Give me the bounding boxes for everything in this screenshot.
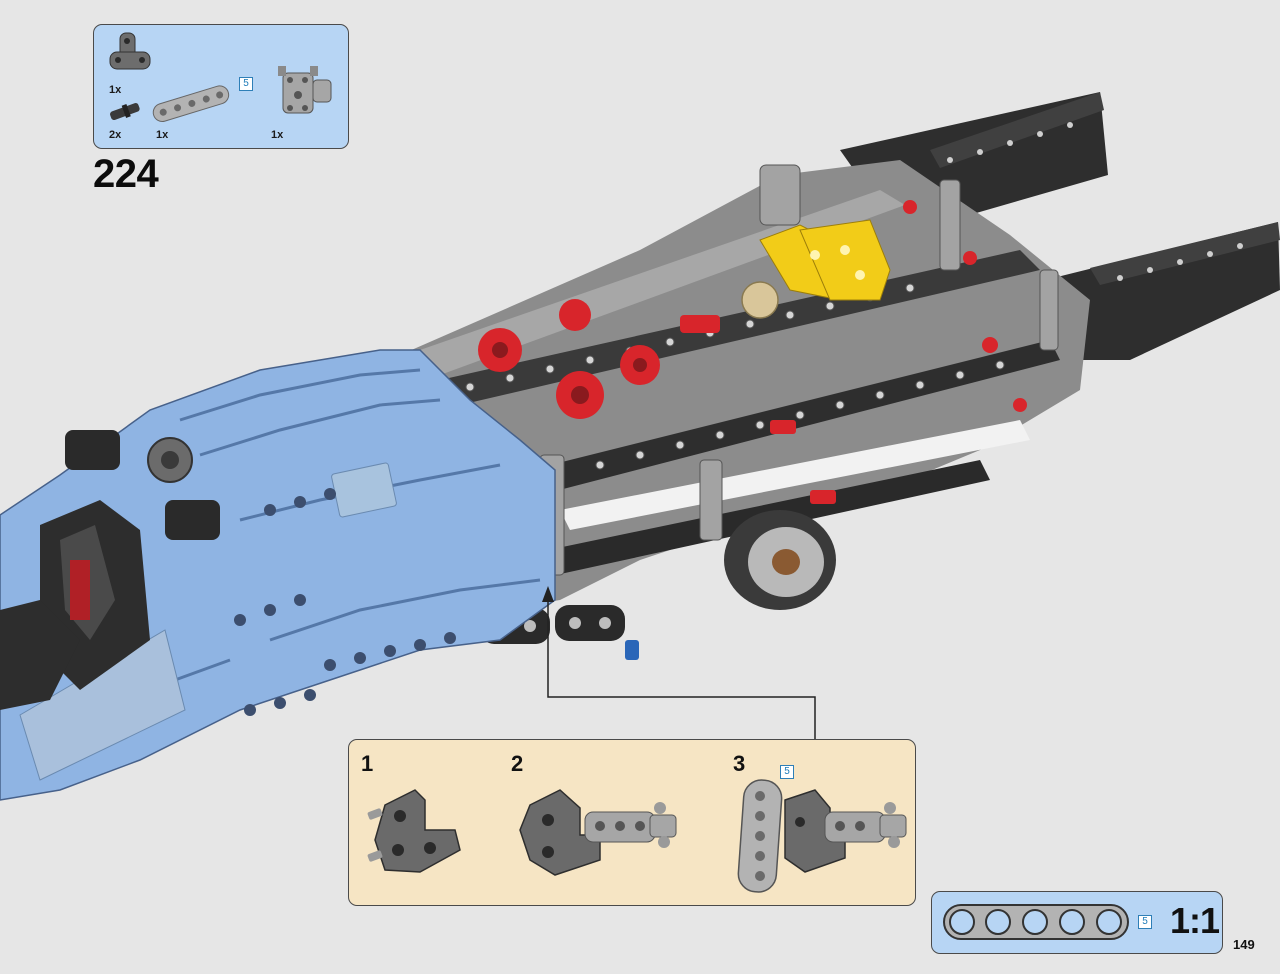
sub-step-3-length-badge: 5	[780, 765, 794, 779]
connector-qty: 1x	[271, 129, 284, 141]
beam-5-qty: 1x	[156, 129, 169, 141]
scale-length-badge: 5	[1138, 915, 1152, 929]
axle-pin-qty: 2x	[109, 129, 122, 141]
red-gears	[478, 200, 1027, 504]
yellow-liftarms	[759, 219, 891, 301]
chassis-rail-white	[560, 420, 1030, 530]
t-beam-qty: 1x	[109, 84, 122, 96]
scale-label: 1:1	[1170, 900, 1220, 941]
page-number: 149	[1233, 937, 1255, 952]
sub-assembly-box	[348, 739, 916, 906]
tan-gear	[741, 281, 779, 319]
beam-5-length-badge: 5	[239, 77, 253, 91]
body-holes	[234, 488, 456, 716]
black-engine-block	[65, 430, 220, 540]
chassis-frame	[400, 160, 1090, 610]
cockpit-rear-black	[0, 600, 80, 710]
sub-step-3-number: 3	[733, 751, 746, 776]
parts-list-box	[93, 24, 349, 149]
callout-arrow	[542, 586, 816, 739]
sub-step-2-number: 2	[511, 751, 524, 776]
wheel	[724, 510, 836, 610]
step-number: 224	[93, 152, 159, 196]
chassis-rail-lower	[530, 340, 1060, 495]
sub-step-1-number: 1	[361, 751, 374, 776]
chassis-rail-middle	[440, 250, 1040, 405]
